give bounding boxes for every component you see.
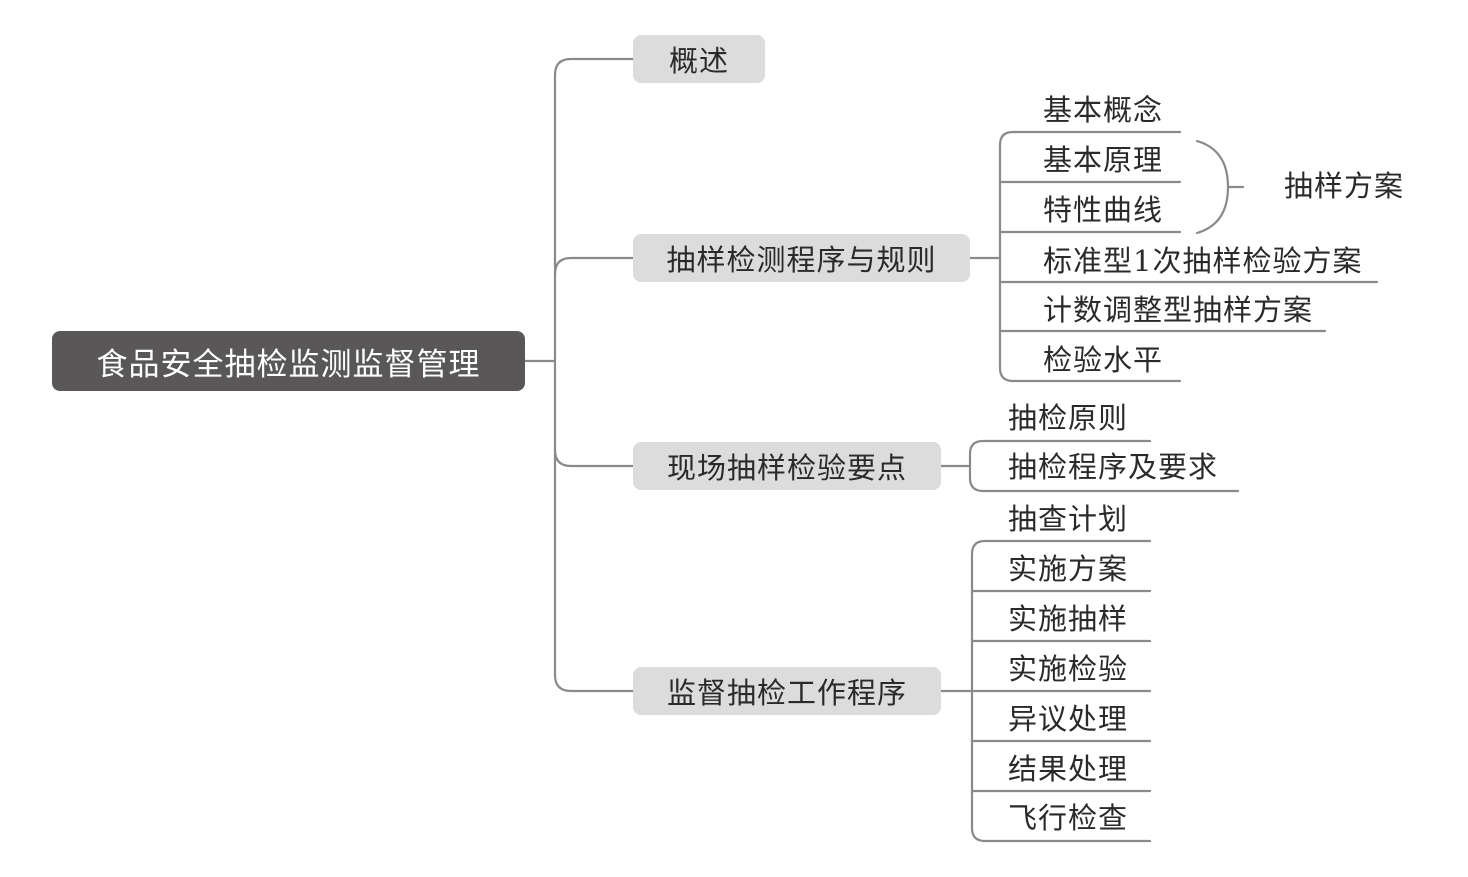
leaf-node[interactable]: 实施抽样 [1008,602,1129,636]
leaf-node[interactable]: 基本原理 [1043,143,1164,177]
leaf-node[interactable]: 基本概念 [1043,93,1164,127]
leaf-node[interactable]: 飞行检查 [1008,801,1129,835]
leaf-node[interactable]: 实施方案 [1008,552,1129,586]
branch-node-sampling-rules[interactable]: 抽样检测程序与规则 [633,234,970,282]
leaf-node[interactable]: 标准型1次抽样检验方案 [1043,244,1363,278]
leaf-node[interactable]: 抽查计划 [1008,502,1129,536]
leaf-node[interactable]: 抽检程序及要求 [1008,450,1219,484]
leaf-node[interactable]: 计数调整型抽样方案 [1043,293,1314,327]
root-node[interactable]: 食品安全抽检监测监督管理 [52,331,525,391]
leaf-node[interactable]: 异议处理 [1008,702,1129,736]
branch-3-spine [968,439,1240,493]
branch-label: 概述 [668,44,729,78]
branch-node-field-sampling[interactable]: 现场抽样检验要点 [633,442,941,490]
branch-connector-3 [553,448,635,468]
branch-node-overview[interactable]: 概述 [633,35,765,83]
curly-bracket [1195,139,1230,235]
branch-connector-2 [553,256,635,276]
leaf-node[interactable]: 结果处理 [1008,752,1129,786]
leaf-node[interactable]: 抽检原则 [1008,401,1129,435]
branch-label: 监督抽检工作程序 [666,676,907,710]
leaf-node[interactable]: 特性曲线 [1043,193,1164,227]
branch-label: 抽样检测程序与规则 [666,243,937,277]
root-label: 食品安全抽检监测监督管理 [96,346,481,383]
branch-node-supervision-procedure[interactable]: 监督抽检工作程序 [633,667,941,715]
trunk-connector [553,57,635,693]
bracket-label[interactable]: 抽样方案 [1284,169,1405,203]
leaf-node[interactable]: 实施检验 [1008,652,1129,686]
branch-2-spine [998,130,1182,383]
branch-label: 现场抽样检验要点 [666,451,907,485]
leaf-node[interactable]: 检验水平 [1043,343,1164,377]
